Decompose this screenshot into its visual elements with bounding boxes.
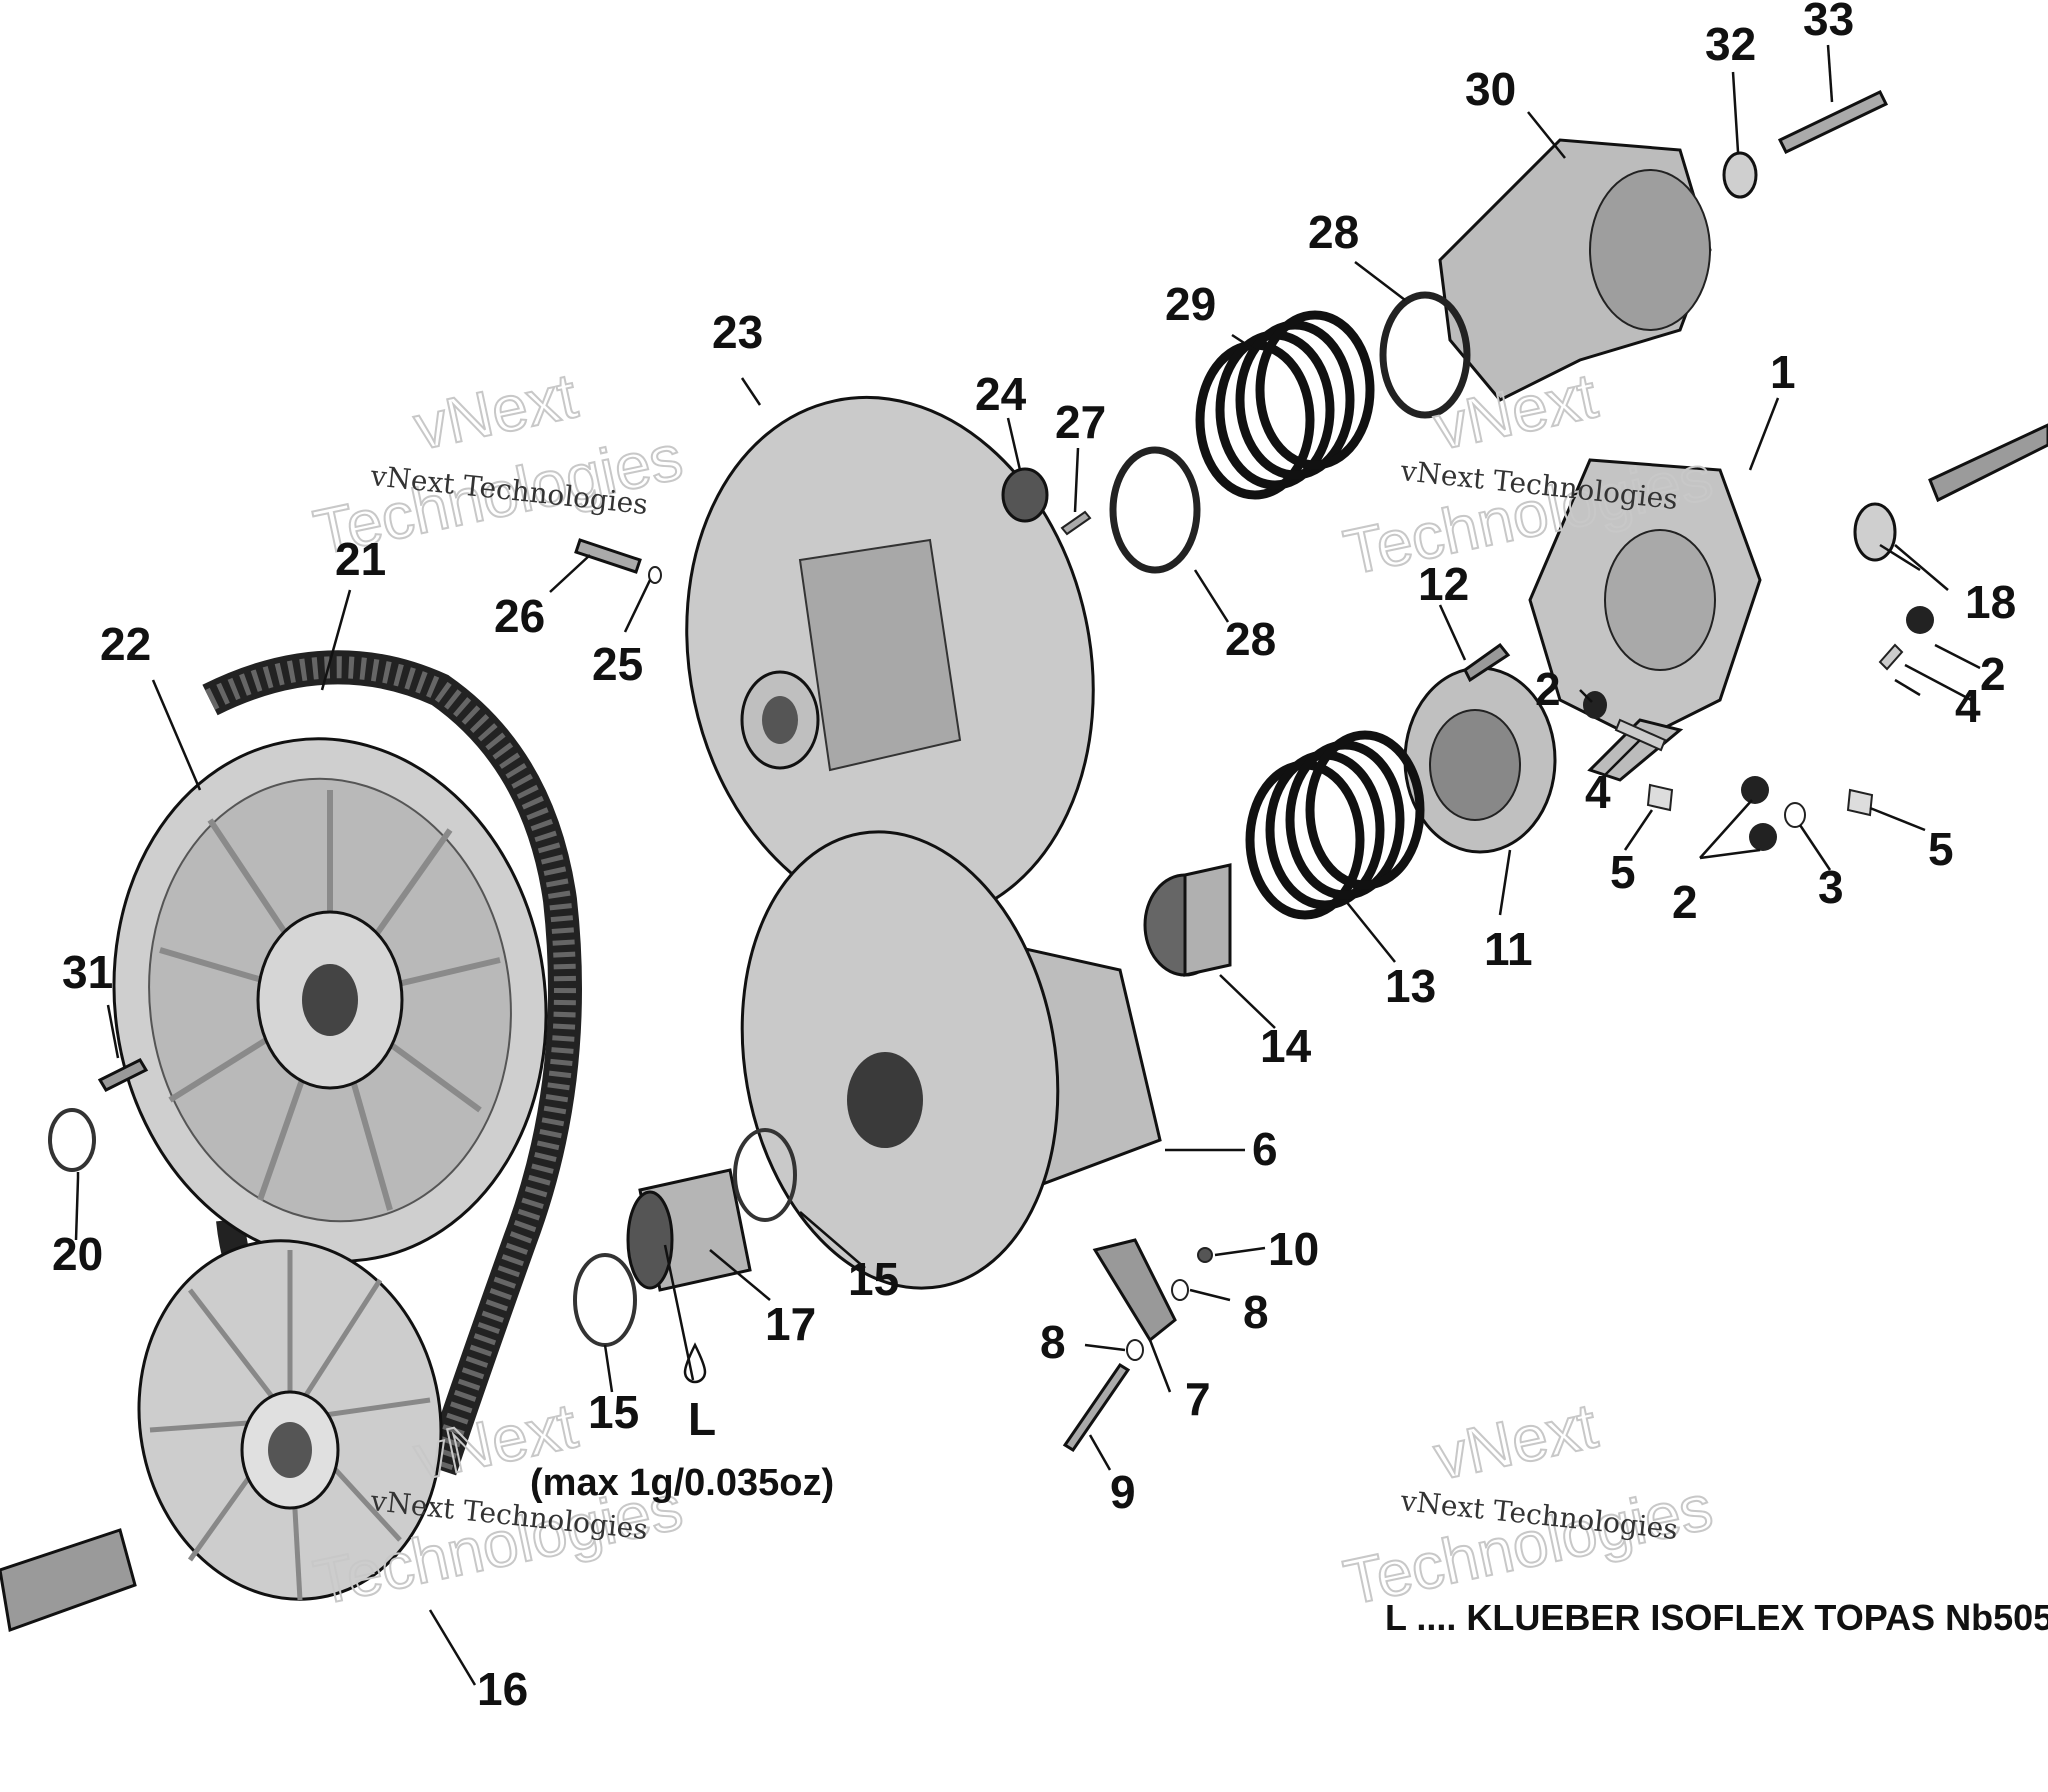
callout-20: 20 [52,1228,103,1280]
spider-part [1528,458,1762,782]
callout-8-right: 8 [1243,1286,1269,1338]
callout-17: 17 [765,1298,816,1350]
ring-upper-part [1379,291,1471,419]
washer-32-part [1722,151,1758,199]
screw-part [1463,642,1511,683]
callout-15-left: 15 [588,1386,639,1438]
movable-sheave-part [740,830,1162,1290]
callout-5-left: 5 [1610,846,1636,898]
callout-9: 9 [1110,1466,1136,1518]
callout-24: 24 [975,368,1027,420]
callout-25: 25 [592,638,643,690]
bushing-5-b-part [1846,788,1874,817]
callout-26: 26 [494,590,545,642]
o-ring-left-part [573,1253,637,1347]
callout-10: 10 [1268,1223,1319,1275]
washer-8-upper-part [1171,1279,1189,1301]
callout-11: 11 [1484,923,1533,975]
spring-upper-part [1195,310,1375,500]
compression-spring-part [1245,730,1425,920]
callout-31: 31 [62,946,113,998]
callout-32: 32 [1705,18,1756,70]
fixed-sheave-part [112,737,548,1263]
watermark-top-right: vNext Technologies vNext Technologies [1337,358,1719,589]
callout-14: 14 [1260,1020,1312,1072]
callout-30: 30 [1465,63,1516,115]
roller-pin-part [1060,510,1092,536]
callout-2-bottom: 2 [1672,876,1698,928]
sleeve-bushing-part [626,1168,752,1292]
arm-pin-part [1062,1362,1131,1453]
watermark-bottom-right: vNext Technologies vNext Technologies [1337,1388,1719,1619]
bolt-33-part [1777,90,1889,154]
callout-1: 1 [1770,346,1796,398]
callout-16: 16 [477,1663,528,1715]
drive-pulley-fan-part [0,1239,443,1633]
bolt-part [574,538,642,574]
callout-33: 33 [1803,0,1854,45]
lubricant-drop-icon [683,1342,707,1384]
ring-3-part [1784,802,1806,828]
callout-13: 13 [1385,960,1436,1012]
ring-lower-part [1109,446,1201,574]
lubricant-legend: L .... KLUEBER ISOFLEX TOPAS Nb5051 [1385,1597,2048,1638]
lubricant-label: L [688,1393,716,1445]
callout-2-right: 2 [1980,648,2006,700]
washer-8-lower-part [1126,1339,1144,1361]
spider-cover-part [1438,138,1712,402]
callout-8-left: 8 [1040,1316,1066,1368]
pin-4-a-part [1614,718,1667,752]
bushing-5-a-part [1646,783,1674,812]
leader-lines [74,44,1981,1686]
callout-5-right: 5 [1928,823,1954,875]
callout-4-mid: 4 [1585,766,1611,818]
small-washer-part [648,566,662,584]
washer-part [1853,502,1897,562]
callout-7: 7 [1185,1373,1211,1425]
lubricant-max-note: (max 1g/0.035oz) [530,1462,834,1504]
svg-text:vNext: vNext [1428,359,1603,463]
slider-2-d-part [1749,823,1777,851]
circlip-part [48,1108,96,1172]
callout-22: 22 [100,618,151,670]
callout-23: 23 [712,306,763,358]
callout-21: 21 [335,533,386,585]
callout-27: 27 [1055,396,1106,448]
callout-4-right: 4 [1955,680,1981,732]
svg-text:vNext: vNext [1428,1389,1603,1493]
roller-part [1001,467,1049,523]
screw-31-part [97,1058,149,1092]
retaining-bolt-part [1928,423,2048,503]
pin-4-b-part [1878,643,1904,671]
cam-housing-part [1403,666,1557,854]
flyweight-arm-part [1092,1238,1177,1343]
callout-15-right: 15 [848,1253,899,1305]
callout-2-mid: 2 [1535,663,1561,715]
slider-2-c-part [1741,776,1769,804]
o-ring-right-part [733,1128,797,1222]
callout-6: 6 [1252,1123,1278,1175]
callout-28-upper: 28 [1308,206,1359,258]
callout-12: 12 [1418,558,1469,610]
callout-29: 29 [1165,278,1216,330]
callout-3: 3 [1818,861,1844,913]
spring-cover-sheave-part [685,395,1095,925]
callout-28-lower: 28 [1225,613,1276,665]
bushing-part [1143,863,1232,977]
slider-2-b-part [1906,606,1934,634]
callout-18: 18 [1965,576,2016,628]
set-screw-part [1197,1247,1213,1263]
